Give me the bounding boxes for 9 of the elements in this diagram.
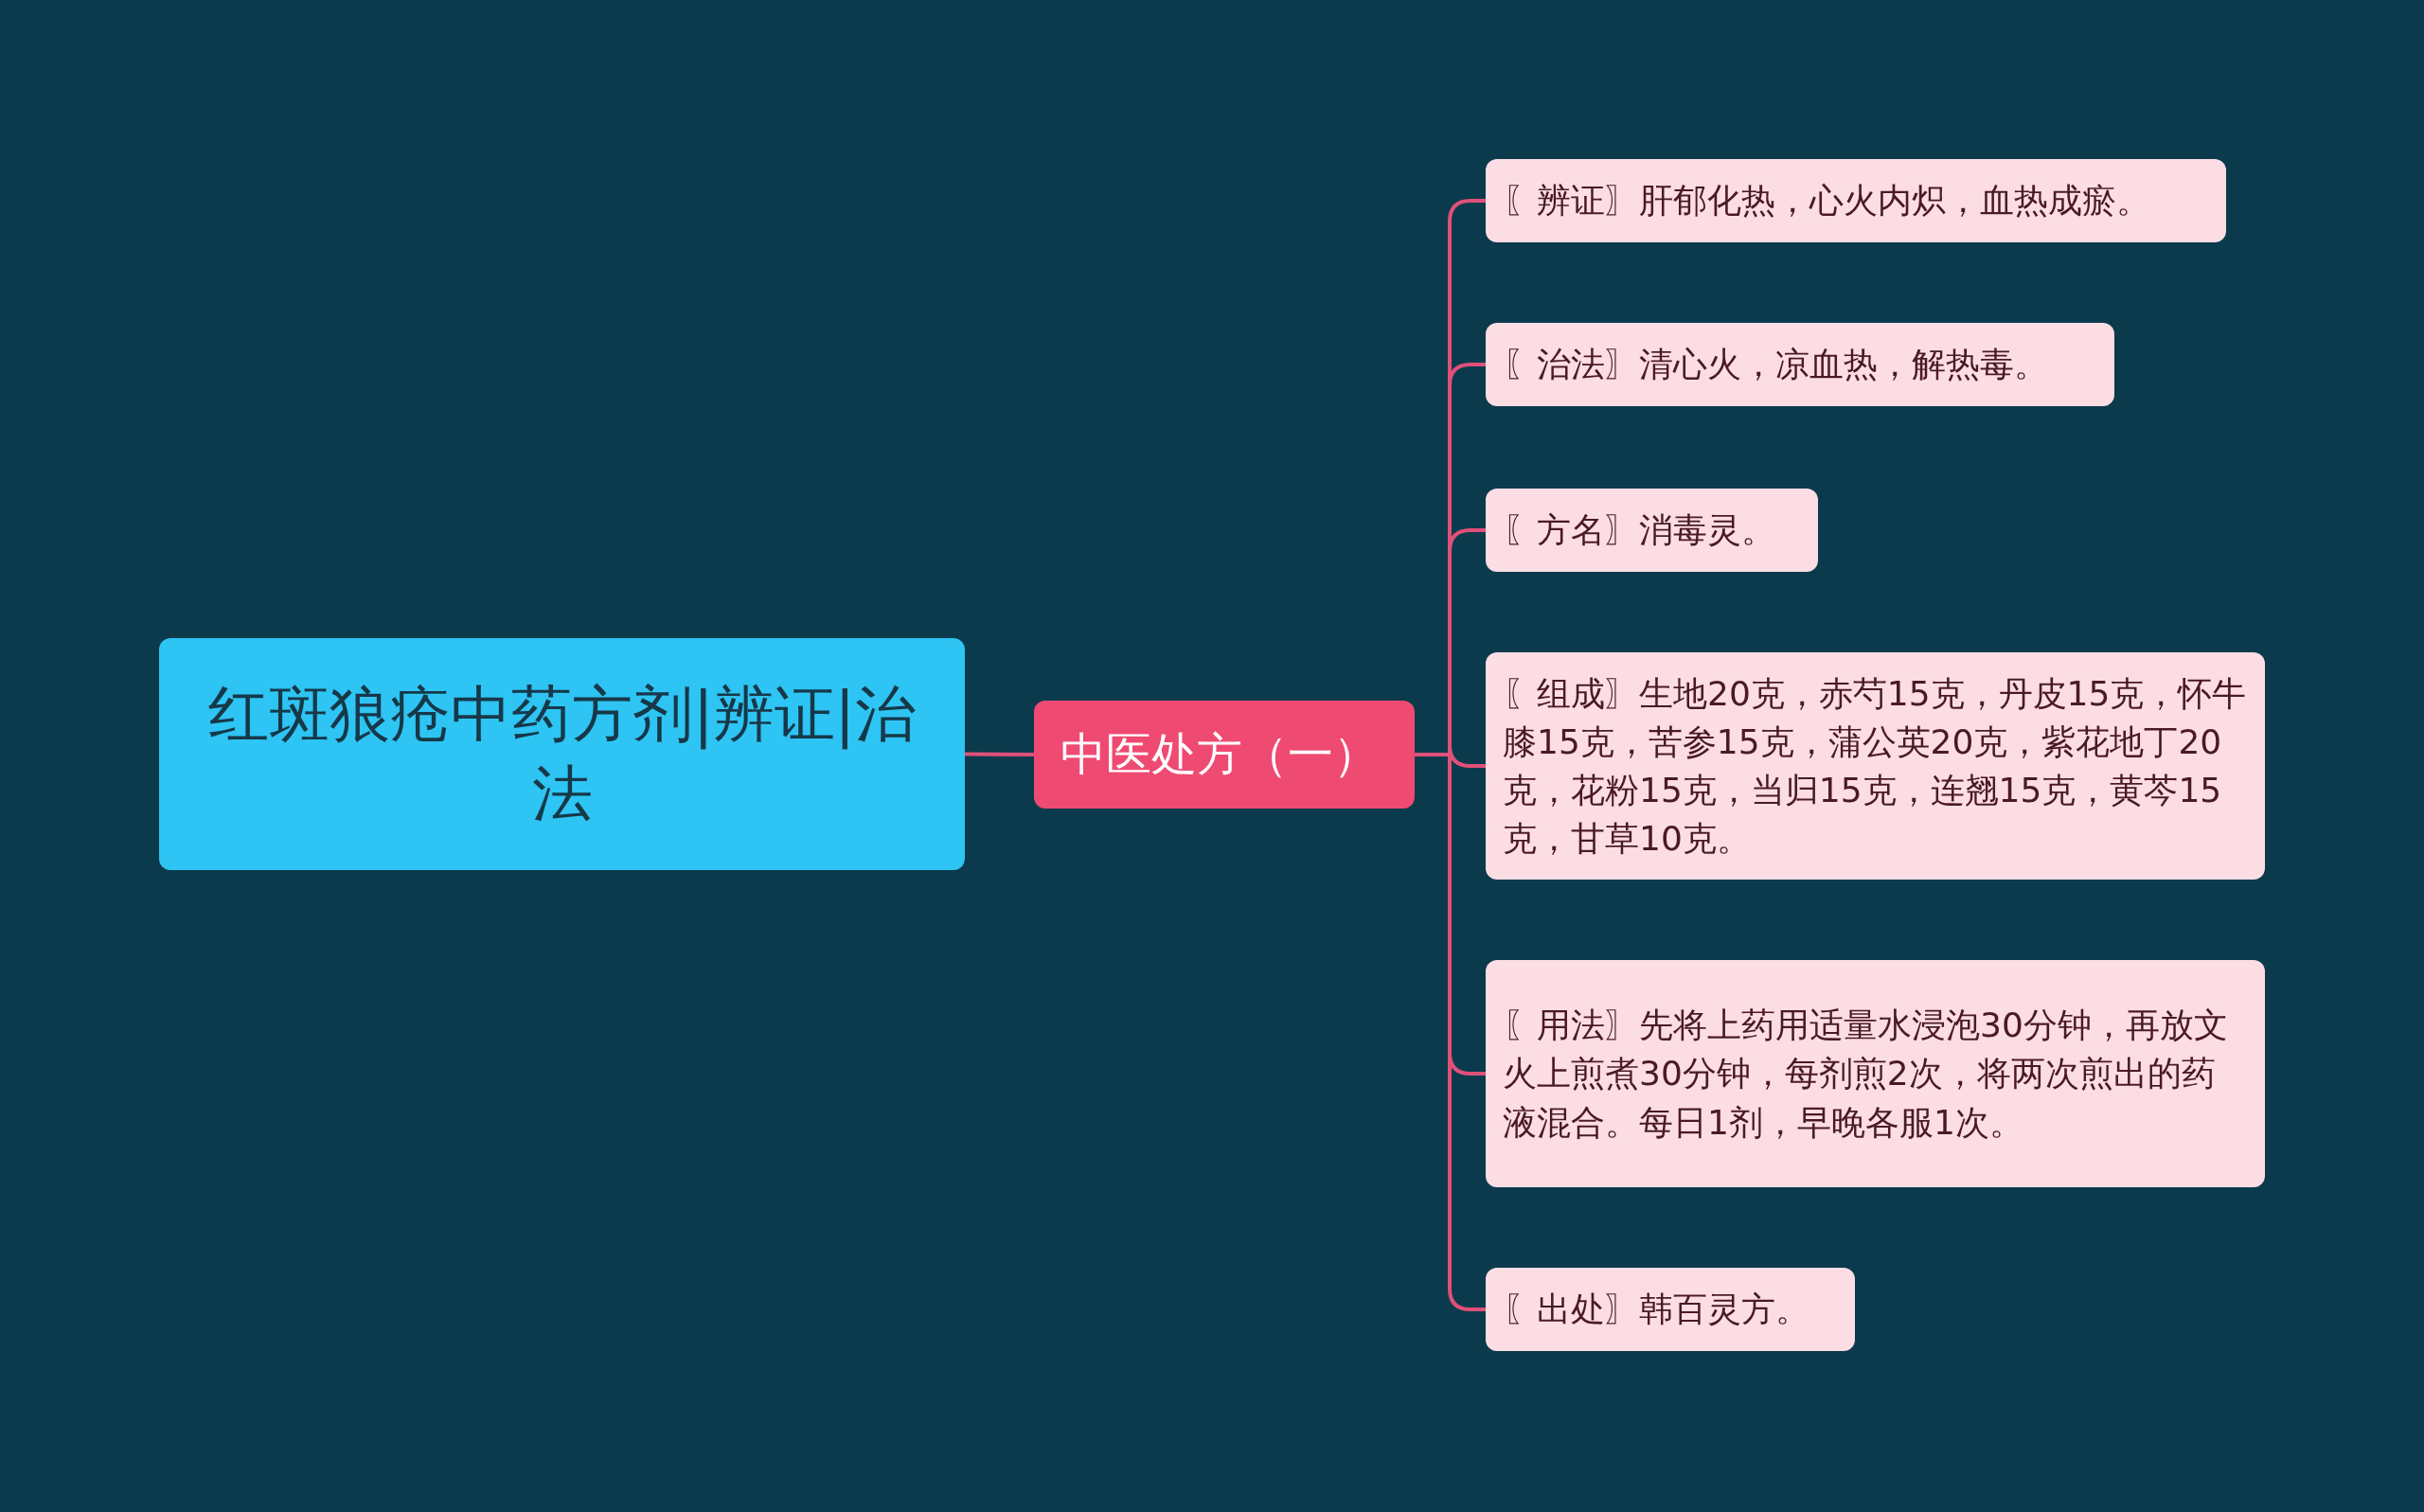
branch-box: 中医处方（一）	[1034, 701, 1415, 809]
connector-line	[965, 752, 1034, 756]
leaf-box: 〖方名〗消毒灵。	[1486, 489, 1818, 572]
leaf-box: 〖出处〗韩百灵方。	[1486, 1268, 1855, 1351]
leaf-box: 〖用法〗先将上药用适量水浸泡30分钟，再放文火上煎煮30分钟，每剂煎2次，将两次煎出的药液混合。每日1剂，早晚各服1次。	[1486, 960, 2265, 1187]
leaf-box: 〖辨证〗肝郁化热，心火内炽，血热成瘀。	[1486, 159, 2226, 242]
leaf-box: 〖组成〗生地20克，赤芍15克，丹皮15克，怀牛膝15克，苦参15克，蒲公英20克，紫花地丁20克，花粉15克，当归15克，连翘15克，黄芩15克，甘草10克。	[1486, 652, 2265, 880]
topic-box: 红斑狼疮中药方剂|辨证|治法	[159, 638, 965, 870]
leaf-box: 〖治法〗清心火，凉血热，解热毒。	[1486, 323, 2114, 406]
